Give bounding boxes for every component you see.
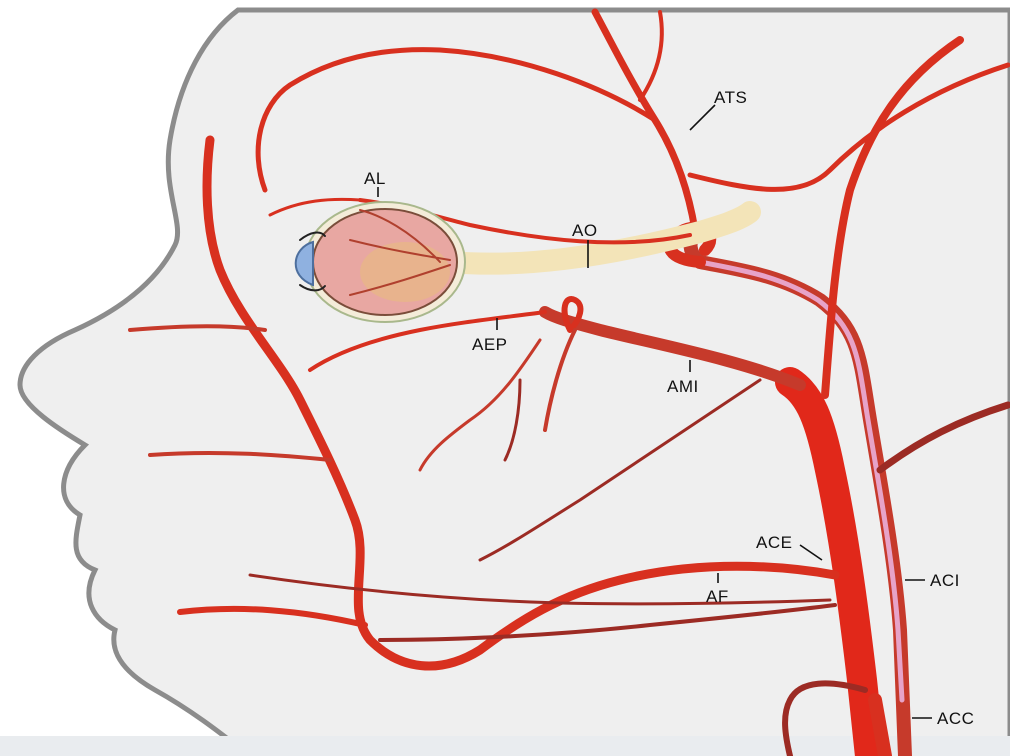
label-ats: ATS	[714, 88, 747, 107]
label-aci: ACI	[930, 571, 960, 590]
label-aep: AEP	[472, 335, 508, 354]
label-ace: ACE	[756, 533, 792, 552]
label-ami: AMI	[667, 377, 699, 396]
label-af: AF	[706, 587, 729, 606]
label-ao: AO	[572, 221, 598, 240]
label-al: AL	[364, 169, 386, 188]
label-acc: ACC	[937, 709, 974, 728]
common-carotid-artery	[875, 700, 885, 756]
